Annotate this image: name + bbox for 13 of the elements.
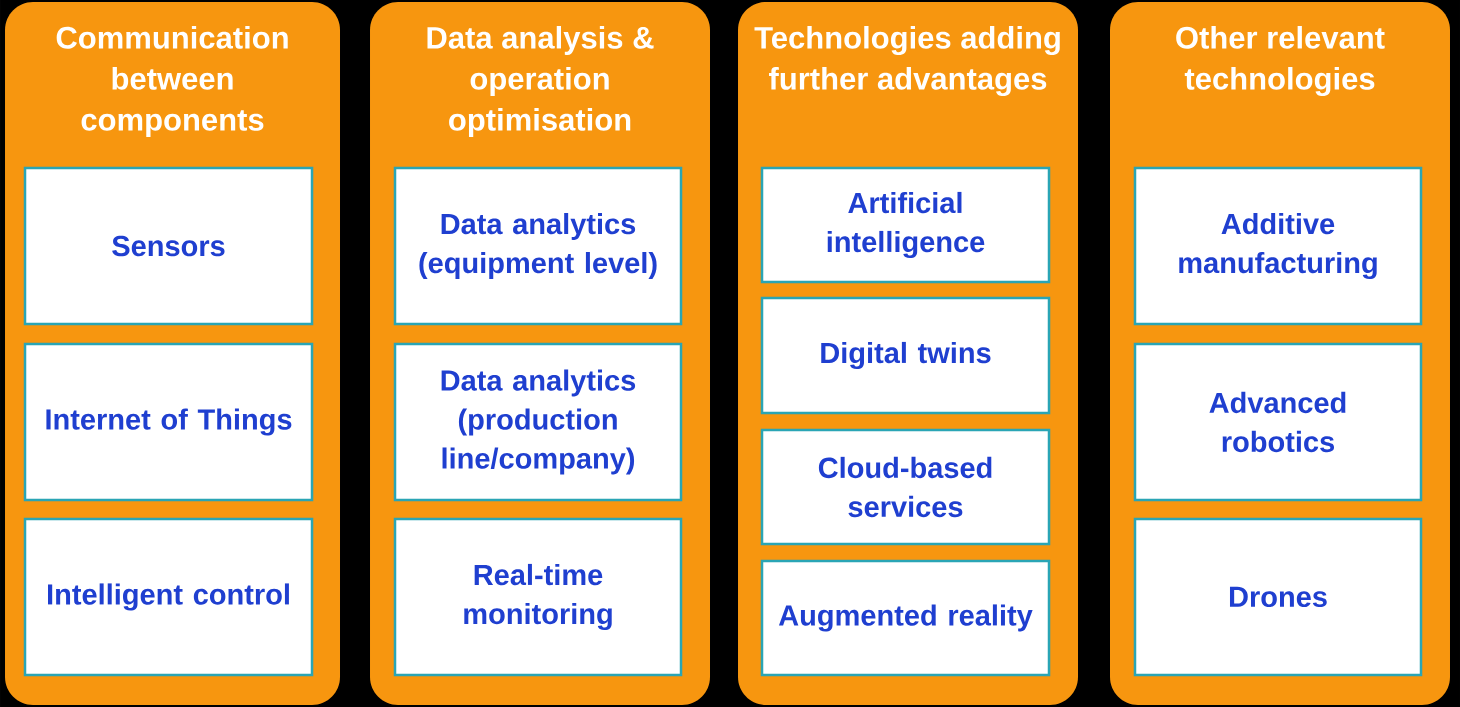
item-box: Cloud-based services bbox=[760, 428, 1051, 546]
item-box: Drones bbox=[1133, 517, 1423, 677]
item-box: Internet of Things bbox=[23, 342, 314, 502]
item-box: Data analytics (equipment level) bbox=[393, 166, 683, 326]
item-box: Artificial intelligence bbox=[760, 166, 1051, 284]
item-box: Data analytics (production line/company) bbox=[393, 342, 683, 502]
item-box: Sensors bbox=[23, 166, 314, 326]
item-box: Intelligent control bbox=[23, 517, 314, 677]
item-box: Augmented reality bbox=[760, 559, 1051, 677]
item-box: Real-time monitoring bbox=[393, 517, 683, 677]
item-box: Digital twins bbox=[760, 296, 1051, 415]
item-box: Additive manufacturing bbox=[1133, 166, 1423, 326]
item-box: Advanced robotics bbox=[1133, 342, 1423, 502]
